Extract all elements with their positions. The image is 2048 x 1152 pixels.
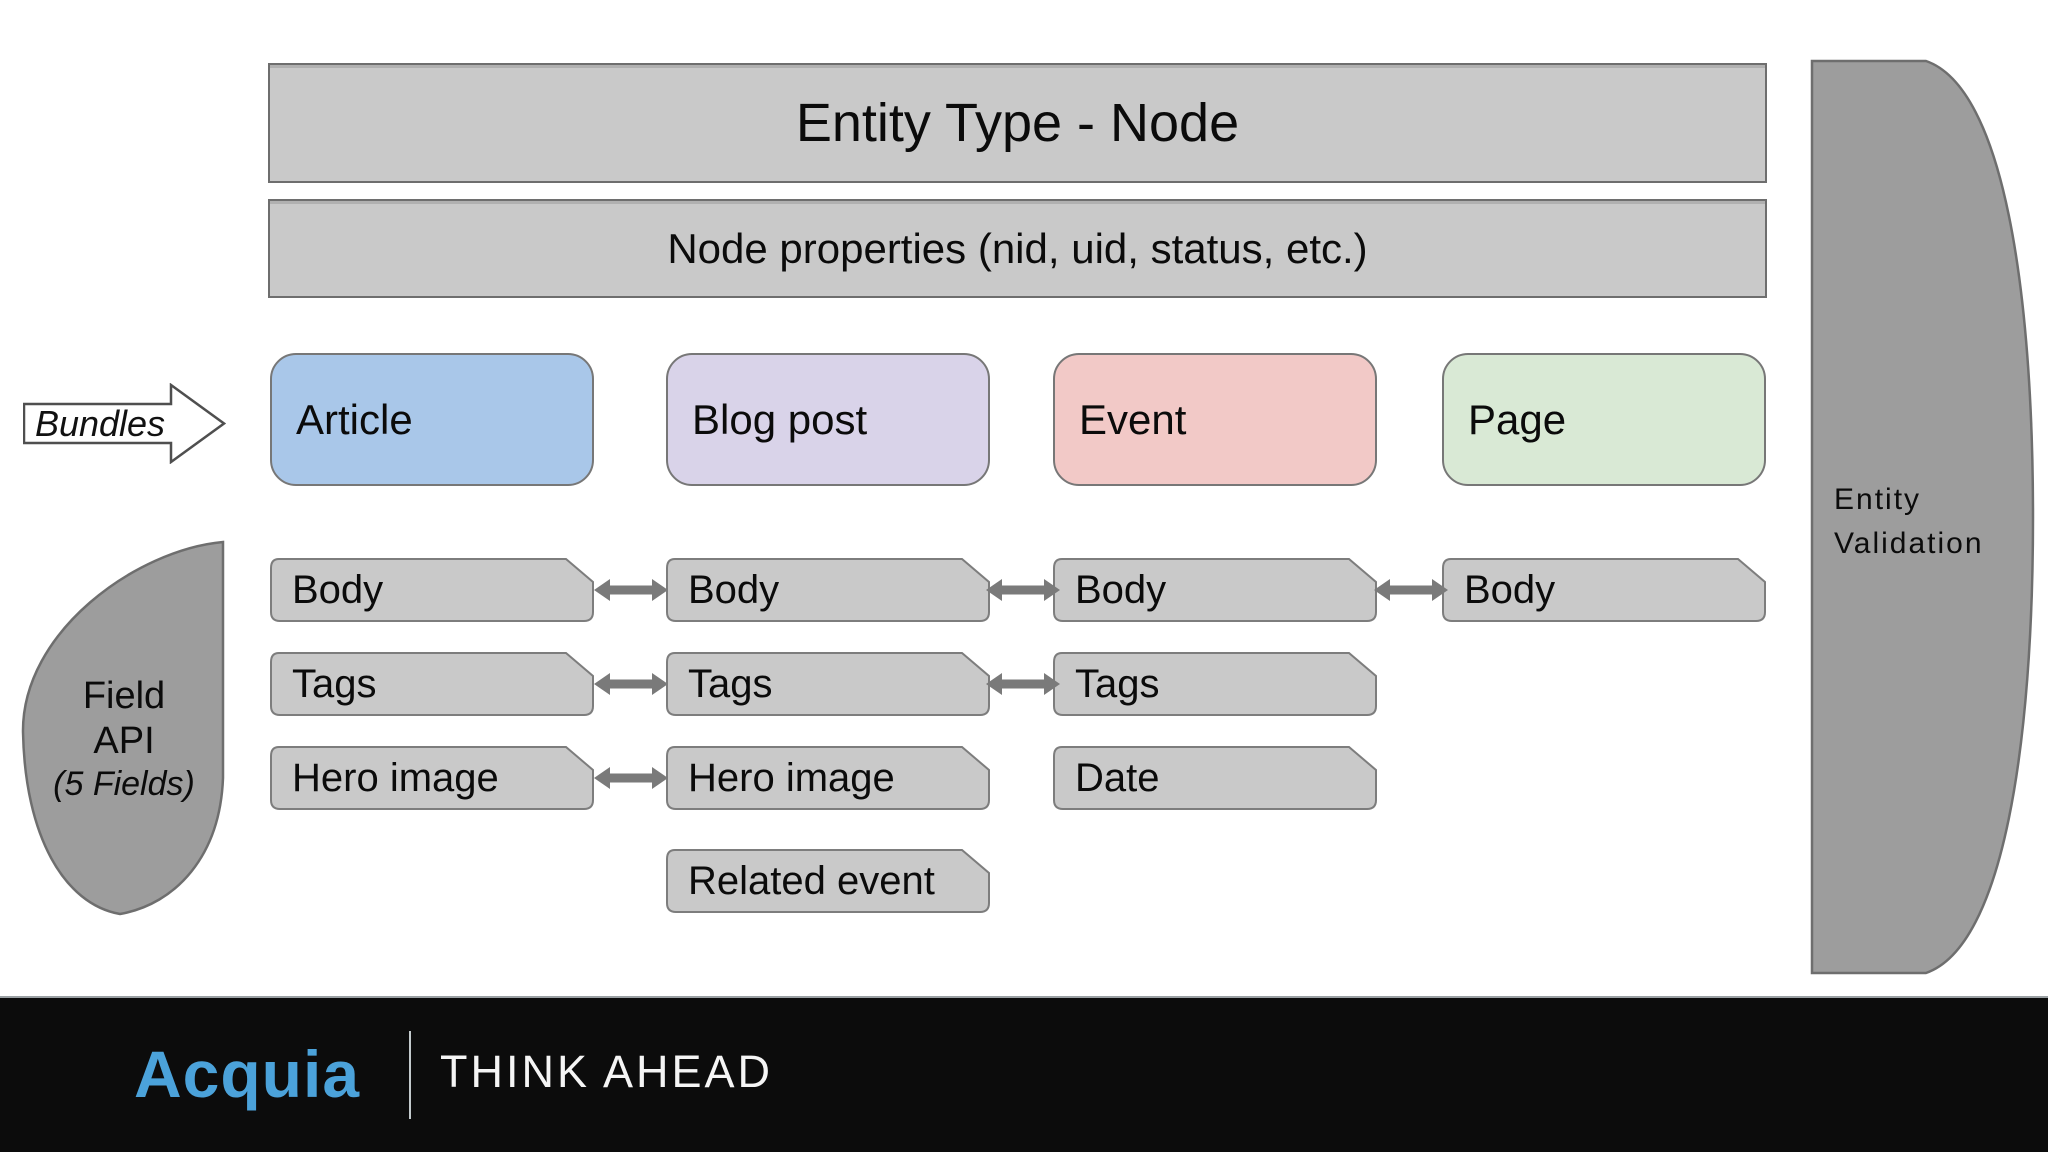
field-event-tags: Tags [1053, 652, 1377, 716]
field-page-body: Body [1442, 558, 1766, 622]
field-label: Hero image [292, 755, 499, 800]
node-properties-text: Node properties (nid, uid, status, etc.) [667, 224, 1368, 272]
field-card-shape [270, 652, 594, 716]
bundle-event: Event [1053, 353, 1377, 486]
acquia-logo: Acquia [134, 1037, 361, 1111]
field-label: Related event [688, 858, 935, 903]
entity-validation-line1: Entity [1834, 483, 1922, 516]
field-label: Date [1075, 755, 1160, 800]
field-card-shape [270, 746, 594, 810]
field-card-shape [270, 558, 594, 622]
bundles-arrow-icon [23, 383, 226, 464]
sync-arrow-icon [986, 579, 1060, 601]
field-event-body: Body [1053, 558, 1377, 622]
field-label: Body [1464, 567, 1556, 612]
field-label: Tags [1075, 661, 1160, 706]
entity-validation-blob: Entity Validation [1810, 58, 2036, 976]
bundle-event-label: Event [1079, 395, 1187, 443]
footer-bar [0, 996, 2048, 1152]
field-card-shape [1053, 558, 1377, 622]
node-properties-bar: Node properties (nid, uid, status, etc.) [268, 199, 1767, 298]
field-api-shape [21, 540, 225, 916]
bundle-blog-post: Blog post [666, 353, 990, 486]
footer-tagline: THINK AHEAD [440, 1046, 774, 1097]
field-api-line3: (5 Fields) [53, 764, 195, 803]
field-label: Body [1075, 567, 1167, 612]
field-card-shape [666, 746, 990, 810]
field-blog-hero-image: Hero image [666, 746, 990, 810]
field-label: Body [688, 567, 780, 612]
bundles-arrow-label: Bundles [34, 402, 166, 444]
field-card-shape [1053, 652, 1377, 716]
field-blog-tags: Tags [666, 652, 990, 716]
field-event-date: Date [1053, 746, 1377, 810]
field-card-shape [666, 558, 990, 622]
field-api-line2: API [93, 719, 155, 762]
field-card-shape [666, 652, 990, 716]
field-article-tags: Tags [270, 652, 594, 716]
entity-type-bar: Entity Type - Node [268, 63, 1767, 183]
entity-validation-text: Entity Validation [1834, 478, 1984, 565]
entity-validation-shape [1810, 59, 2035, 975]
field-label: Tags [292, 661, 377, 706]
bundles-arrow: Bundles [23, 383, 226, 464]
bundle-page: Page [1442, 353, 1766, 486]
bundle-page-label: Page [1468, 395, 1567, 443]
field-label: Tags [688, 661, 773, 706]
field-api-text: Field API (5 Fields) [18, 674, 230, 804]
field-label: Hero image [688, 755, 895, 800]
field-card-shape [1442, 558, 1766, 622]
field-card-shape [1053, 746, 1377, 810]
field-api-blob: Field API (5 Fields) [18, 538, 230, 918]
bundle-article: Article [270, 353, 594, 486]
sync-arrow-icon [594, 767, 668, 789]
field-blog-body: Body [666, 558, 990, 622]
sync-arrow-icon [594, 673, 668, 695]
footer-divider [409, 1031, 411, 1119]
bundle-article-label: Article [296, 395, 413, 443]
field-api-line1: Field [82, 675, 166, 717]
field-article-body: Body [270, 558, 594, 622]
sync-arrow-icon [1374, 579, 1448, 601]
bundle-blog-post-label: Blog post [692, 395, 868, 443]
field-article-hero-image: Hero image [270, 746, 594, 810]
sync-arrow-icon [986, 673, 1060, 695]
field-label: Body [292, 567, 384, 612]
sync-arrow-icon [594, 579, 668, 601]
entity-validation-line2: Validation [1834, 526, 1984, 560]
field-blog-related-event: Related event [666, 849, 990, 913]
field-card-shape [666, 849, 990, 913]
entity-type-title: Entity Type - Node [795, 93, 1240, 153]
